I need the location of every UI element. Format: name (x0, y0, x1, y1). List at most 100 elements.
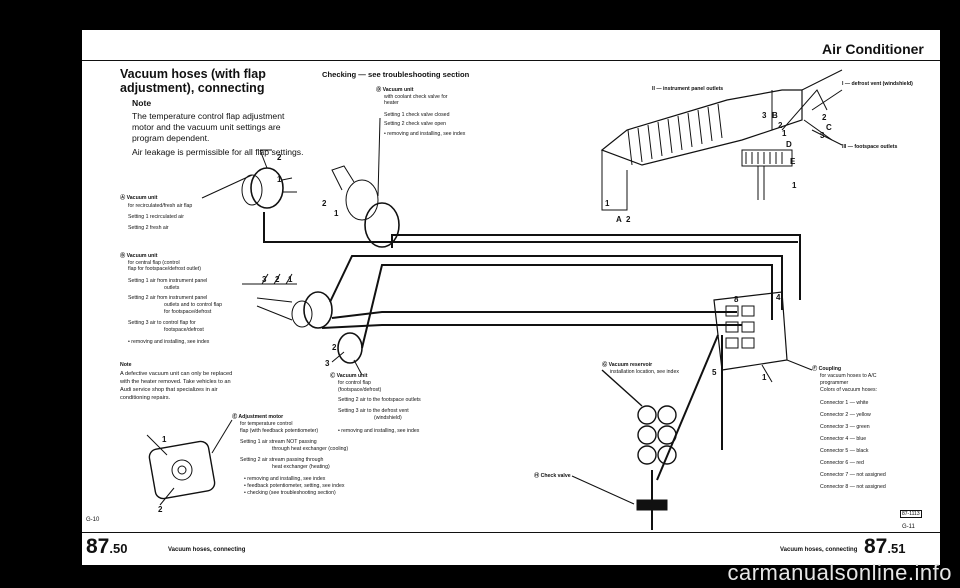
coupling-line2: programmer (820, 380, 849, 386)
svg-text:1: 1 (162, 435, 167, 444)
reference-code: 87-1113 (900, 510, 922, 518)
unit-e-line3: Setting 1 air stream NOT passing (240, 439, 317, 445)
unit-e-line5: Setting 2 air stream passing through (240, 457, 324, 463)
unit-a-line2: Setting 1 recirculated air (128, 214, 184, 220)
coupling-c3: Connector 3 — green (820, 424, 870, 430)
unit-d-line2: heater (384, 100, 399, 106)
svg-text:3: 3 (262, 275, 267, 284)
svg-text:8: 8 (734, 295, 739, 304)
leak-text: Air leakage is permissible for all flap … (132, 147, 304, 157)
checking-text: Checking — see troubleshooting section (322, 70, 470, 79)
coupling-line3: Colors of vacuum hoses: (820, 387, 878, 393)
unit-b-line6: outlets and to control flap (164, 302, 222, 308)
unit-b-title: Ⓑ Vacuum unit (120, 253, 158, 259)
svg-text:A: A (616, 215, 622, 224)
vacuum-unit-b-drawing (242, 273, 333, 329)
manual-page: Air Conditioner Vacuum hoses (with flap … (82, 30, 940, 565)
unit-c-line4: Setting 3 air to the defrost vent (338, 408, 409, 414)
coupling-c6: Connector 6 — red (820, 460, 864, 466)
unit-c-line1: for control flap (338, 380, 371, 386)
duct-label-ii: II — instrument panel outlets (652, 86, 724, 92)
coupling-c2: Connector 2 — yellow (820, 412, 871, 418)
svg-text:2: 2 (822, 113, 827, 122)
note2-text-4: conditioning repairs. (120, 395, 171, 401)
unit-a-line3: Setting 2 fresh air (128, 225, 169, 231)
check-valve-drawing (571, 470, 668, 530)
unit-c-line3: Setting 2 air to the footspace outlets (338, 397, 421, 403)
svg-text:4: 4 (776, 293, 781, 302)
unit-a-line1: for recirculated/fresh air flap (128, 203, 193, 209)
coupling-c5: Connector 5 — black (820, 448, 869, 454)
page-number-g10: G-10 (86, 517, 100, 523)
vacuum-unit-a-drawing (201, 149, 297, 209)
note2-text-1: A defective vacuum unit can only be repl… (120, 371, 233, 377)
svg-text:C: C (826, 123, 832, 132)
svg-text:1: 1 (792, 181, 797, 190)
svg-text:1: 1 (605, 199, 610, 208)
note2-label: Note (120, 362, 132, 368)
coupling-c4: Connector 4 — blue (820, 436, 867, 442)
unit-d-line3: Setting 1 check valve closed (384, 112, 450, 118)
coupling-c8: Connector 8 — not assigned (820, 484, 886, 490)
note-text-1: The temperature control flap adjustment (132, 111, 285, 121)
unit-b-line3: Setting 1 air from instrument panel (128, 278, 208, 284)
note-text-2: motor and the vacuum unit settings are (132, 122, 281, 132)
unit-c-title: Ⓒ Vacuum unit (330, 373, 368, 379)
page-title-line2: adjustment), connecting (120, 81, 265, 95)
unit-e-title: Ⓔ Adjustment motor (232, 414, 284, 420)
air-duct-drawing (600, 69, 843, 211)
svg-text:1: 1 (762, 373, 767, 382)
coupling-c7: Connector 7 — not assigned (820, 472, 886, 478)
unit-b-line8: Setting 3 air to control flap for (128, 320, 196, 326)
unit-e-line9: • checking (see troubleshooting section) (244, 490, 336, 496)
svg-text:3: 3 (820, 131, 825, 140)
svg-text:3: 3 (325, 359, 330, 368)
svg-text:E: E (790, 157, 796, 166)
svg-text:2: 2 (332, 343, 337, 352)
right-footer-title: Vacuum hoses, connecting (780, 547, 858, 553)
unit-e-line7: • removing and installing, see index (244, 476, 326, 482)
svg-text:1: 1 (782, 129, 787, 138)
unit-e-line8: • feedback potentiometer, setting, see i… (244, 483, 345, 489)
coupling-line1: for vacuum hoses to A/C (820, 373, 877, 379)
unit-e-line4: through heat exchanger (cooling) (272, 446, 349, 452)
unit-b-line9: footspace/defrost (164, 327, 204, 333)
svg-text:2: 2 (778, 121, 783, 130)
coupling-c1: Connector 1 — white (820, 400, 869, 406)
vacuum-hose-diagram: 21 21 321 23 12 84 51 1A2 3B 21 DE 12 C3 (146, 69, 843, 530)
svg-text:1: 1 (334, 209, 339, 218)
svg-text:D: D (786, 140, 792, 149)
svg-text:3: 3 (762, 111, 767, 120)
unit-b-line1: for central flap (control (128, 260, 180, 266)
unit-b-line2: flap for footspace/defrost outlet) (128, 266, 201, 272)
unit-c-line6: • removing and installing, see index (338, 428, 420, 434)
page-number-g11: G-11 (902, 524, 915, 530)
unit-e-line1: for temperature control (240, 421, 293, 427)
note-label: Note (132, 98, 152, 108)
vacuum-unit-c-drawing (331, 332, 363, 376)
section-title: Air Conditioner (822, 41, 924, 57)
svg-text:2: 2 (626, 215, 631, 224)
svg-text:1: 1 (277, 175, 282, 184)
note2-text-3: Audi service shop that specializes in ai… (120, 387, 218, 393)
svg-text:1: 1 (288, 275, 293, 284)
unit-a-title: Ⓐ Vacuum unit (120, 195, 158, 201)
unit-d-line4: Setting 2 check valve open (384, 121, 447, 127)
duct-label-i: I — defrost vent (windshield) (842, 81, 913, 87)
vacuum-hoses (263, 212, 801, 481)
svg-text:2: 2 (275, 275, 280, 284)
left-page-number: 87.50 (86, 535, 128, 558)
reservoir-line1: installation location, see index (610, 369, 679, 375)
note-text-3: program dependent. (132, 133, 210, 143)
check-valve-title: Ⓗ Check valve (534, 473, 571, 479)
header-rule (82, 60, 940, 61)
reservoir-title: Ⓖ Vacuum reservoir (602, 362, 653, 368)
page-title-line1: Vacuum hoses (with flap (120, 67, 266, 81)
footer-rule (82, 532, 940, 533)
right-page-number: 87.51 (864, 535, 906, 558)
svg-text:B: B (772, 111, 778, 120)
unit-b-line5: Setting 2 air from instrument panel (128, 295, 208, 301)
unit-c-line2: (footspace/defrost) (338, 387, 382, 393)
svg-text:2: 2 (158, 505, 163, 514)
svg-text:2: 2 (277, 153, 282, 162)
